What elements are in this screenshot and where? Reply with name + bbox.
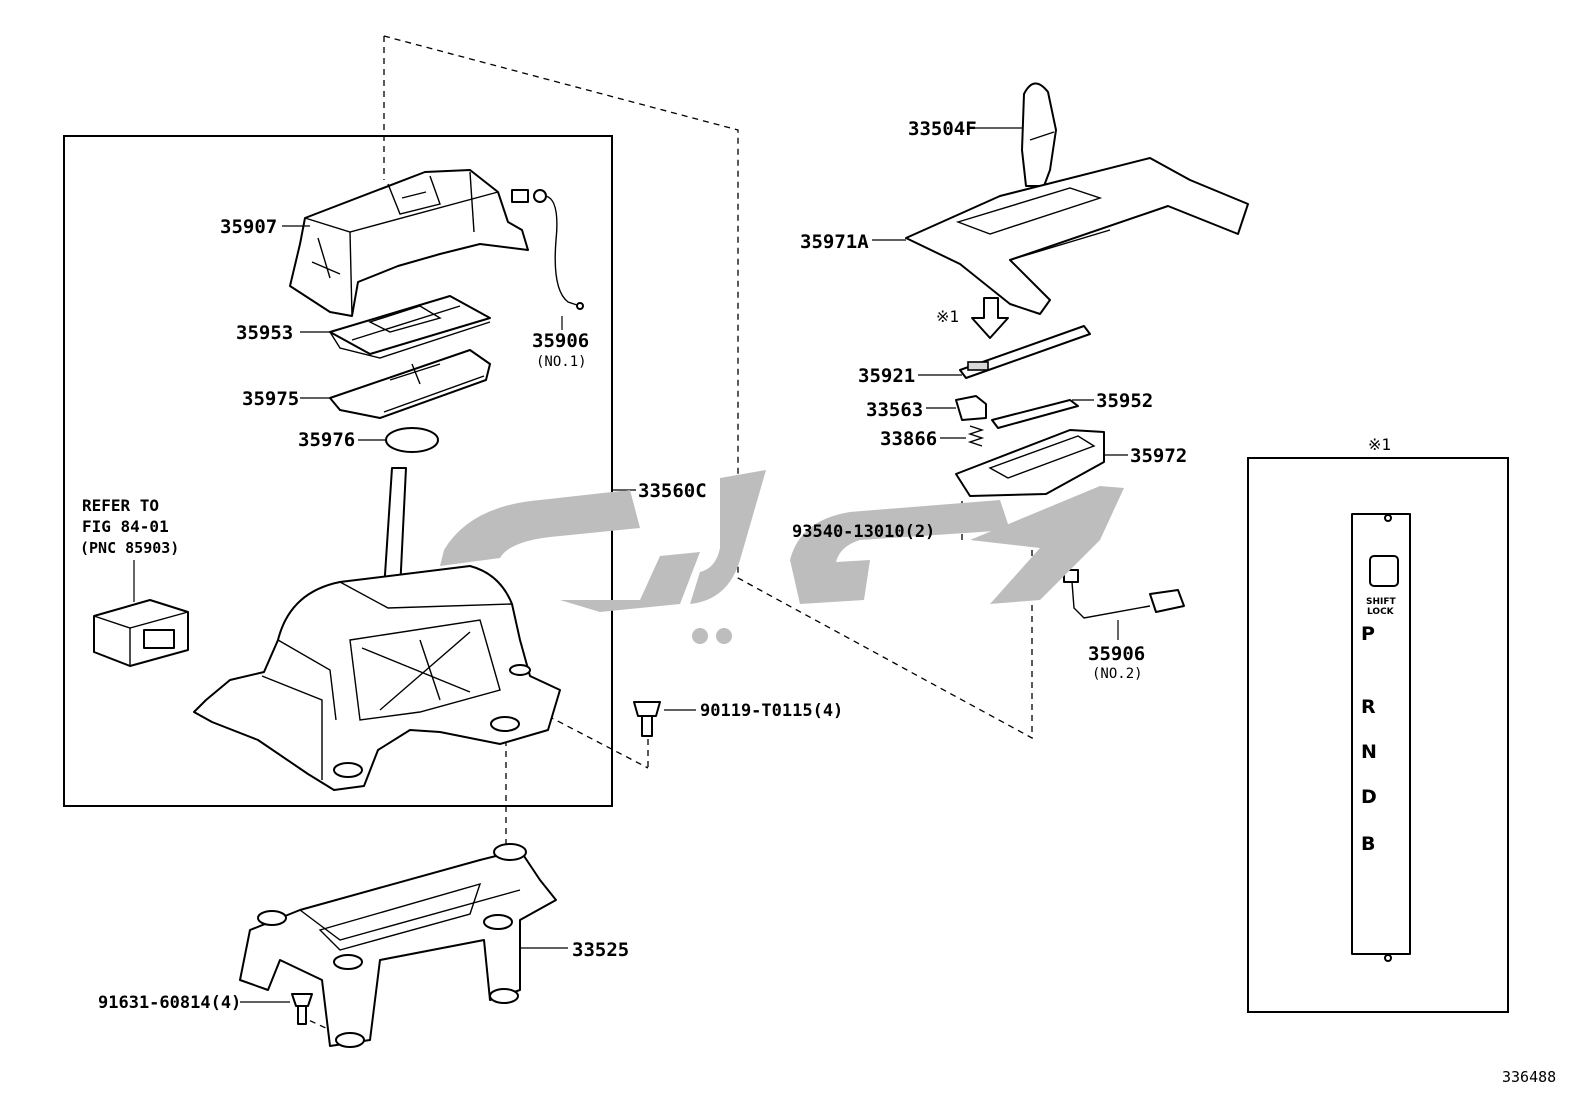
part-35921-plate <box>959 325 1091 379</box>
label-no2: (NO.2) <box>1092 666 1143 682</box>
label-35976: 35976 <box>298 429 355 451</box>
part-35952-slider <box>991 399 1079 429</box>
diagram-number: 336488 <box>1502 1068 1556 1086</box>
part-35976-washer <box>385 427 439 453</box>
label-33560c: 33560C <box>638 480 707 502</box>
label-35953: 35953 <box>236 322 293 344</box>
part-33560c-lever-assembly <box>193 467 561 791</box>
label-gear-d: D <box>1361 786 1377 808</box>
labels: 35907 35953 35975 35976 35906 (NO.1) 335… <box>80 118 1556 1086</box>
part-33504f-knob <box>1021 82 1057 187</box>
label-gear-b: B <box>1361 833 1375 855</box>
leader-lines <box>240 127 1128 1003</box>
subassembly-frame <box>63 135 613 807</box>
label-shift: SHIFT <box>1366 597 1397 607</box>
label-35906-no1: 35906 <box>532 330 589 352</box>
part-33563-clip <box>955 395 987 421</box>
label-35906-no2: 35906 <box>1088 643 1145 665</box>
label-35971a: 35971A <box>800 231 869 253</box>
module-pnc-85903 <box>93 560 189 667</box>
shift-lock-button <box>1369 555 1399 587</box>
label-gear-r: R <box>1361 696 1376 718</box>
down-arrow-icon <box>971 297 1009 339</box>
part-35953-plate <box>329 295 491 359</box>
label-35921: 35921 <box>858 365 915 387</box>
label-35952: 35952 <box>1096 390 1153 412</box>
part-35906-wire-no1 <box>511 189 584 310</box>
label-lock: LOCK <box>1367 607 1395 617</box>
detail-frame <box>1247 457 1509 1013</box>
label-91631: 91631-60814(4) <box>98 993 241 1013</box>
bolt-91631 <box>291 993 313 1025</box>
label-35907: 35907 <box>220 216 277 238</box>
label-33563: 33563 <box>866 399 923 421</box>
label-gear-p: P <box>1361 623 1375 645</box>
label-refer-line3: (PNC 85903) <box>80 539 179 557</box>
part-33866-spring <box>967 425 985 447</box>
part-35907-housing <box>289 169 529 317</box>
label-33504f: 33504F <box>908 118 977 140</box>
label-33866: 33866 <box>880 428 937 450</box>
bolt-90119 <box>633 701 661 737</box>
label-35975: 35975 <box>242 388 299 410</box>
part-35975-slide-cover <box>329 349 491 419</box>
label-no1: (NO.1) <box>536 354 587 370</box>
label-90119: 90119-T0115(4) <box>700 701 843 721</box>
label-93540: 93540-13010(2) <box>792 522 935 542</box>
part-35971a-panel <box>905 157 1249 315</box>
label-ref-mark: ※1 <box>936 307 959 326</box>
part-35972-base <box>955 429 1105 497</box>
logo-watermark <box>440 470 1124 644</box>
label-refer-line2: FIG 84-01 <box>82 517 169 536</box>
label-gear-n: N <box>1361 741 1377 763</box>
indicator-plate <box>1351 513 1411 962</box>
label-33525: 33525 <box>572 939 629 961</box>
label-detail-mark: ※1 <box>1368 435 1391 454</box>
label-35972: 35972 <box>1130 445 1187 467</box>
part-35906-wire-no2 <box>1063 569 1185 619</box>
label-refer-line1: REFER TO <box>82 496 159 515</box>
part-33525-bracket <box>239 843 557 1048</box>
